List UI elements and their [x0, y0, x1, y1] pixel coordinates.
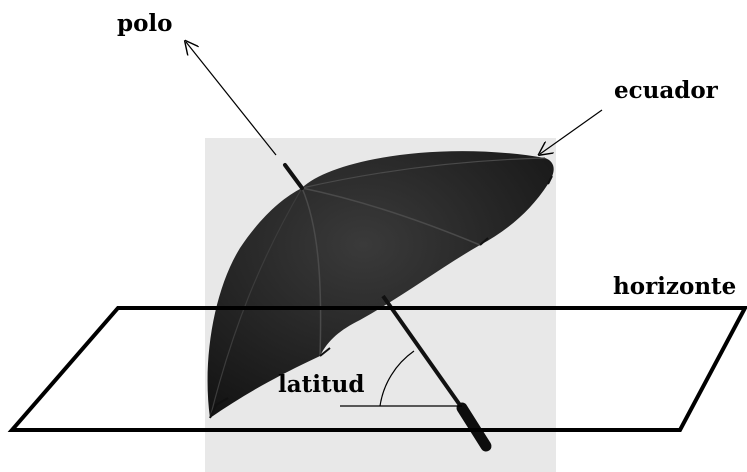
umbrella-handle — [456, 402, 492, 452]
equator-label: ecuador — [614, 77, 718, 104]
horizon-plane — [7, 306, 747, 432]
latitude-label: latitud — [278, 371, 365, 398]
latitude-angle-arc — [379, 350, 415, 407]
pole-arrow — [186, 42, 277, 156]
umbrella-canopy — [207, 151, 554, 419]
umbrella-shaft — [381, 294, 464, 410]
horizon-label: horizonte — [613, 273, 737, 300]
umbrella-tip — [283, 163, 304, 190]
equator-arrow — [540, 109, 603, 154]
pole-label: polo — [117, 10, 173, 37]
